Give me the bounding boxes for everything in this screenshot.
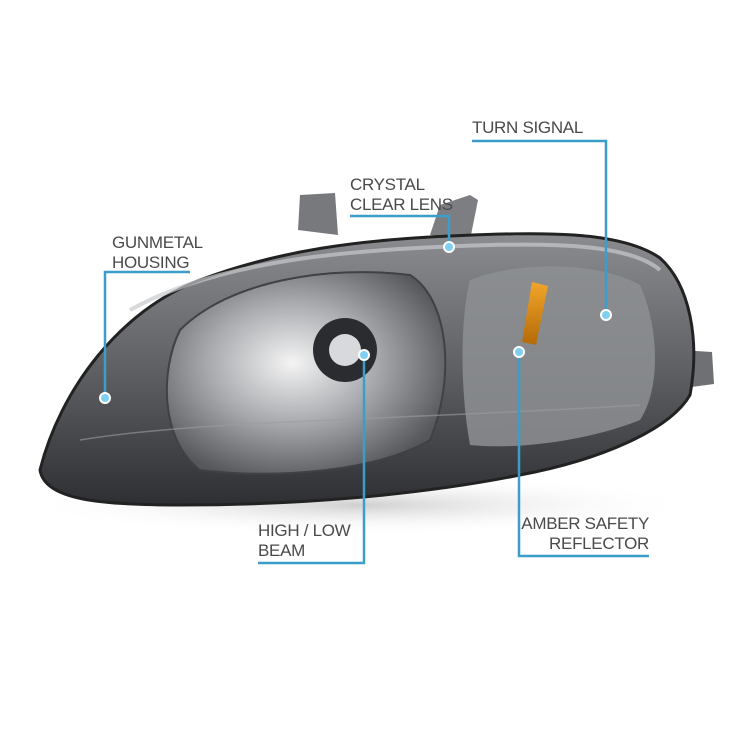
projector-reflector bbox=[165, 271, 447, 475]
lens-edge bbox=[129, 242, 662, 312]
callout-dot-amber bbox=[513, 346, 525, 358]
callout-dot-housing bbox=[99, 392, 111, 404]
callout-dot-turn-signal bbox=[600, 309, 612, 321]
label-gunmetal-housing: GUNMETAL HOUSING bbox=[112, 233, 203, 272]
label-turn-signal: TURN SIGNAL bbox=[472, 118, 583, 137]
callout-dot-lens bbox=[443, 241, 455, 253]
callout-lines bbox=[103, 139, 649, 565]
bulb bbox=[329, 334, 361, 366]
label-high-low-beam: HIGH / LOW BEAM bbox=[258, 521, 351, 560]
label-amber-safety-reflector: AMBER SAFETY REFLECTOR bbox=[521, 514, 649, 553]
amber-reflector bbox=[522, 282, 548, 345]
callout-dots bbox=[99, 241, 612, 404]
turn-signal-section bbox=[462, 266, 655, 447]
mounting-tab bbox=[430, 195, 478, 240]
callout-dot-beam bbox=[358, 349, 370, 361]
mounting-tab bbox=[298, 193, 338, 235]
label-crystal-clear-lens: CRYSTAL CLEAR LENS bbox=[350, 175, 453, 214]
